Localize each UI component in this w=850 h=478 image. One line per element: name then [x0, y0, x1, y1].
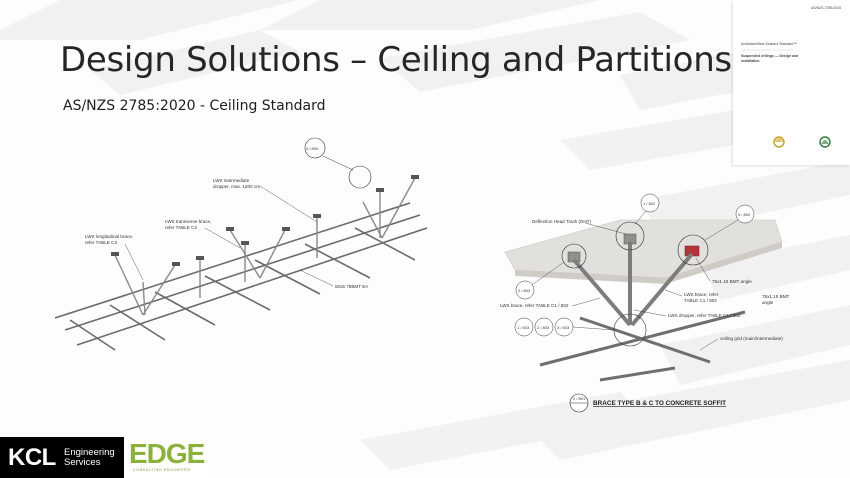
label-dropper-2: dropper, max. 1200 crs — [213, 184, 261, 189]
cover-header: Australian/New Zealand Standard™ — [741, 42, 797, 46]
cover-top-text: AS/NZS 2785:2020 — [811, 6, 842, 10]
caption-ref-bottom: - — [578, 406, 580, 411]
label-brace-r2: TABLE C1 / 802 — [684, 298, 717, 303]
label-angle: 75x1.15 BMT angle — [712, 279, 752, 284]
ref-left: 2 / 802 — [518, 288, 531, 293]
footer-logos: KCL Engineering Services EDGE CONSULTING… — [0, 437, 210, 478]
label-right-2: angle — [762, 300, 774, 305]
ref-row-3: 3 / 803 — [557, 325, 570, 330]
left-ceiling-diagram: 2 / 800 LWS intermediate dropper, max. 1… — [55, 137, 428, 351]
slide-subtitle: AS/NZS 2785:2020 - Ceiling Standard — [63, 98, 326, 114]
edge-logo: EDGE CONSULTING ENGINEERS — [125, 437, 210, 478]
cover-logos — [741, 49, 831, 148]
ref-row-2: 2 / 803 — [537, 325, 550, 330]
kcl-logo-mark: KCL — [8, 444, 56, 471]
ref-right: 3 / 802 — [738, 212, 751, 217]
kcl-line-2: Services — [64, 457, 101, 468]
standard-cover-image: AS/NZS 2785:2020 Australian/New Zealand … — [733, 0, 850, 165]
left-callout-bubble — [304, 137, 326, 159]
label-dht: Deflection Head Track (DHT) — [532, 219, 591, 224]
edge-logo-mark: EDGE — [129, 438, 205, 469]
label-dropper-1: LWS intermediate — [213, 178, 250, 183]
left-callout-text: 2 / 800 — [306, 146, 319, 151]
cover-title-line1: Suspended ceilings — Design and — [741, 54, 799, 58]
standards-nz-logo-icon — [819, 136, 831, 148]
label-transverse-2: refer TABLE C2 — [165, 225, 197, 230]
caption-ref-top: 2 / 801 — [573, 396, 586, 401]
label-right-1: 75x1.15 BMT — [762, 294, 790, 299]
label-dropper: LWS dropper, refer TABLE C1 / 802 — [668, 313, 741, 318]
label-longitudinal-1: LWS longitudinal brace, — [85, 234, 133, 239]
right-soffit-diagram: 1 / 802 3 / 802 2 / 802 1 / 803 2 / 803 … — [500, 193, 790, 413]
label-longitudinal-2: refer TABLE C3 — [85, 240, 117, 245]
ref-row-1: 1 / 803 — [517, 325, 530, 330]
concrete-soffit — [504, 219, 783, 279]
label-brace-r1: LWS brace, refer — [684, 292, 719, 297]
kcl-line-1: Engineering — [64, 447, 115, 458]
label-brace-left: LWS brace, refer TABLE C1 / 802 — [500, 303, 569, 308]
label-bmt: 50x5 75BMT EA — [335, 284, 369, 289]
kcl-logo-subtitle: Engineering Services — [64, 448, 115, 468]
edge-logo-subtitle: CONSULTING ENGINEERS — [133, 468, 191, 472]
ref-top: 1 / 802 — [643, 201, 656, 206]
kcl-logo: KCL Engineering Services — [0, 437, 124, 478]
cover-title-line2: installation — [741, 59, 760, 63]
label-transverse-1: LWS transverse brace, — [165, 219, 211, 224]
label-grid: ceiling grid (main/intermediate) — [720, 336, 783, 341]
left-detail-circle — [348, 165, 372, 189]
slide-title: Design Solutions – Ceiling and Partition… — [60, 40, 732, 80]
diagram-caption: BRACE TYPE B & C TO CONCRETE SOFFIT — [593, 400, 726, 407]
